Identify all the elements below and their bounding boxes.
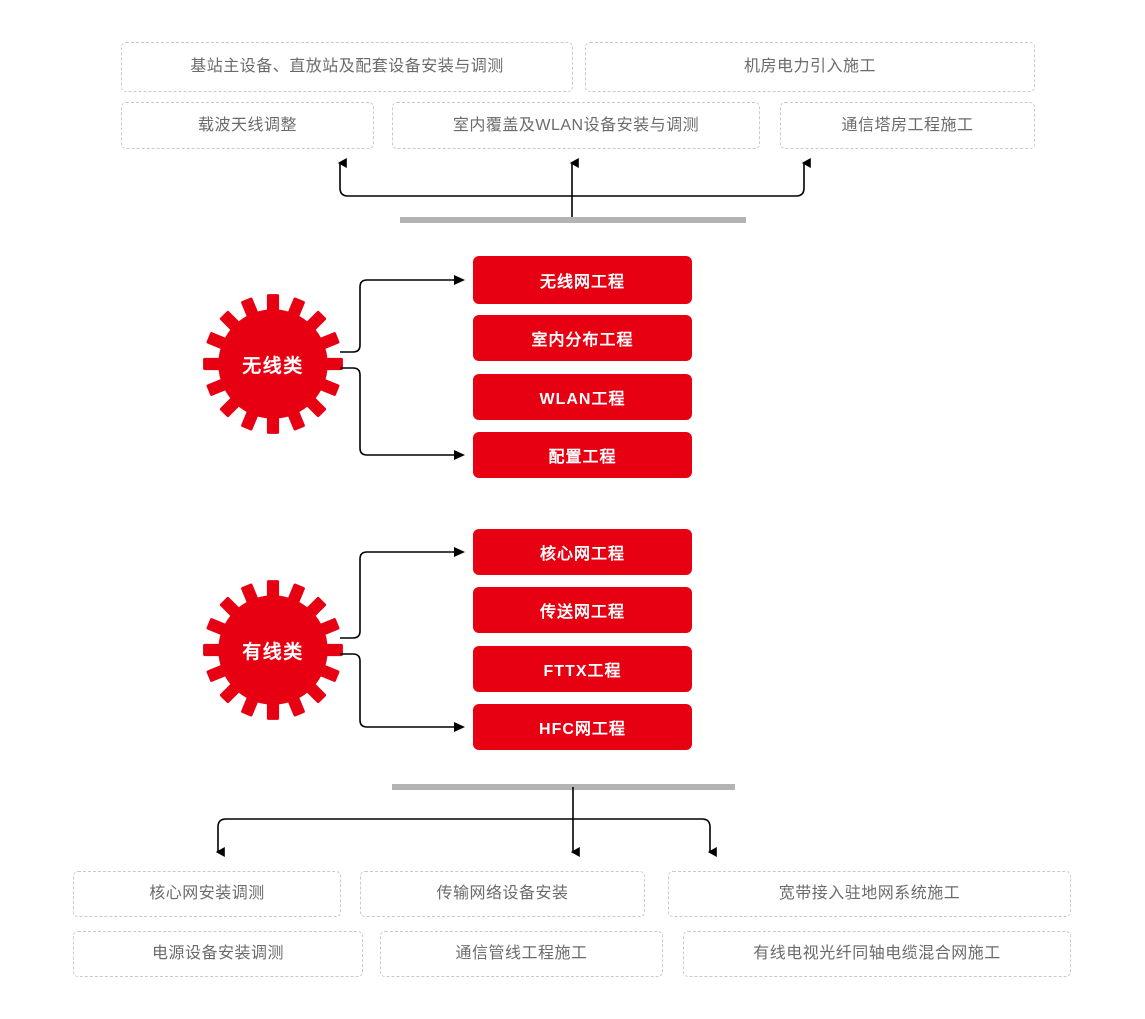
wired-item-label: FTTX工程 [543,663,622,680]
top-task-box-1[interactable]: 基站主设备、直放站及配套设备安装与调测 [121,42,573,92]
wired-connector-group [340,547,465,732]
top-task-label: 机房电力引入施工 [743,58,876,76]
gear-wireless[interactable]: 无线类 [197,288,349,440]
wireless-item-4[interactable]: 配置工程 [473,432,692,478]
top-task-label: 载波天线调整 [197,116,297,134]
wired-item-4[interactable]: HFC网工程 [473,704,692,750]
bottom-arrow-right [701,818,717,857]
wireless-connector-group [340,275,465,460]
top-connector-group [337,158,811,217]
top-arrow-right [795,158,811,197]
bottom-task-label: 通信管线工程施工 [455,945,588,963]
wireless-item-label: 无线网工程 [539,274,625,291]
gear-wired[interactable]: 有线类 [197,574,349,726]
bottom-separator-bar [392,784,735,790]
wireless-connector-bottom [340,367,465,460]
wireless-item-label: 室内分布工程 [531,332,634,349]
bottom-task-box-2[interactable]: 传输网络设备安装 [360,871,645,917]
wireless-item-label: 配置工程 [548,449,617,466]
wireless-item-label: WLAN工程 [539,391,626,408]
wireless-connector-top [340,275,465,353]
wireless-item-3[interactable]: WLAN工程 [473,374,692,420]
bottom-task-box-4[interactable]: 电源设备安装调测 [73,931,363,977]
top-task-box-4[interactable]: 室内覆盖及WLAN设备安装与调测 [392,102,760,149]
wired-item-3[interactable]: FTTX工程 [473,646,692,692]
bottom-task-box-6[interactable]: 有线电视光纤同轴电缆混合网施工 [683,931,1071,977]
bottom-task-box-5[interactable]: 通信管线工程施工 [380,931,663,977]
wireless-item-1[interactable]: 无线网工程 [473,256,692,304]
top-task-box-5[interactable]: 通信塔房工程施工 [780,102,1035,149]
wired-connector-top [340,547,465,639]
bottom-task-box-3[interactable]: 宽带接入驻地网系统施工 [668,871,1071,917]
top-arrow-left [337,158,349,197]
bottom-task-box-1[interactable]: 核心网安装调测 [73,871,341,917]
top-task-label: 室内覆盖及WLAN设备安装与调测 [452,116,700,134]
wired-item-label: 传送网工程 [539,604,625,621]
wired-item-label: 核心网工程 [539,546,625,563]
wired-item-2[interactable]: 传送网工程 [473,587,692,633]
top-task-box-3[interactable]: 载波天线调整 [121,102,374,149]
top-task-label: 基站主设备、直放站及配套设备安装与调测 [190,58,504,76]
bottom-arrow-left [215,818,227,857]
bottom-task-label: 宽带接入驻地网系统施工 [778,885,961,903]
bottom-connector-group [215,787,717,857]
bottom-task-label: 核心网安装调测 [149,885,265,903]
top-separator-bar [400,217,746,223]
bottom-task-label: 电源设备安装调测 [151,945,284,963]
bottom-task-label: 传输网络设备安装 [436,885,569,903]
gear-wired-icon [203,580,343,720]
top-task-label: 通信塔房工程施工 [841,116,974,134]
gear-wireless-icon [203,294,343,434]
top-task-box-2[interactable]: 机房电力引入施工 [585,42,1035,92]
wired-connector-bottom [340,653,465,732]
wireless-item-2[interactable]: 室内分布工程 [473,315,692,361]
wired-item-label: HFC网工程 [539,721,626,738]
bottom-task-label: 有线电视光纤同轴电缆混合网施工 [753,945,1001,963]
wired-item-1[interactable]: 核心网工程 [473,529,692,575]
